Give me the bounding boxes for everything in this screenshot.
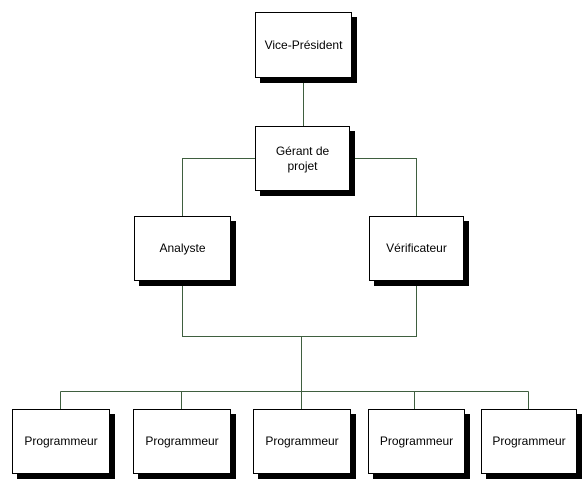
node-label: Analyste bbox=[159, 241, 206, 255]
node-programmer-3: Programmeur bbox=[253, 409, 351, 474]
node-verifier: Vérificateur bbox=[369, 216, 464, 281]
node-label: Programmeur bbox=[492, 434, 566, 448]
connector-manager-verificateur bbox=[350, 158, 417, 216]
connector-leads-join bbox=[182, 281, 417, 337]
node-programmer-4: Programmeur bbox=[368, 409, 465, 474]
node-project-manager: Gérant de projet bbox=[255, 126, 350, 191]
node-programmer-1: Programmeur bbox=[12, 409, 110, 474]
node-analyst: Analyste bbox=[134, 216, 231, 281]
node-vice-president: Vice-Président bbox=[255, 12, 352, 78]
node-programmer-5: Programmeur bbox=[481, 409, 577, 474]
node-label: Gérant de projet bbox=[275, 143, 330, 173]
node-programmer-2: Programmeur bbox=[133, 409, 231, 474]
node-label: Programmeur bbox=[24, 434, 98, 448]
node-label: Vice-Président bbox=[264, 37, 343, 52]
connector-manager-analyste bbox=[182, 158, 255, 216]
node-label: Vérificateur bbox=[386, 241, 447, 255]
node-label: Programmeur bbox=[379, 434, 454, 448]
node-label: Programmeur bbox=[265, 434, 339, 448]
node-label: Programmeur bbox=[145, 434, 219, 448]
